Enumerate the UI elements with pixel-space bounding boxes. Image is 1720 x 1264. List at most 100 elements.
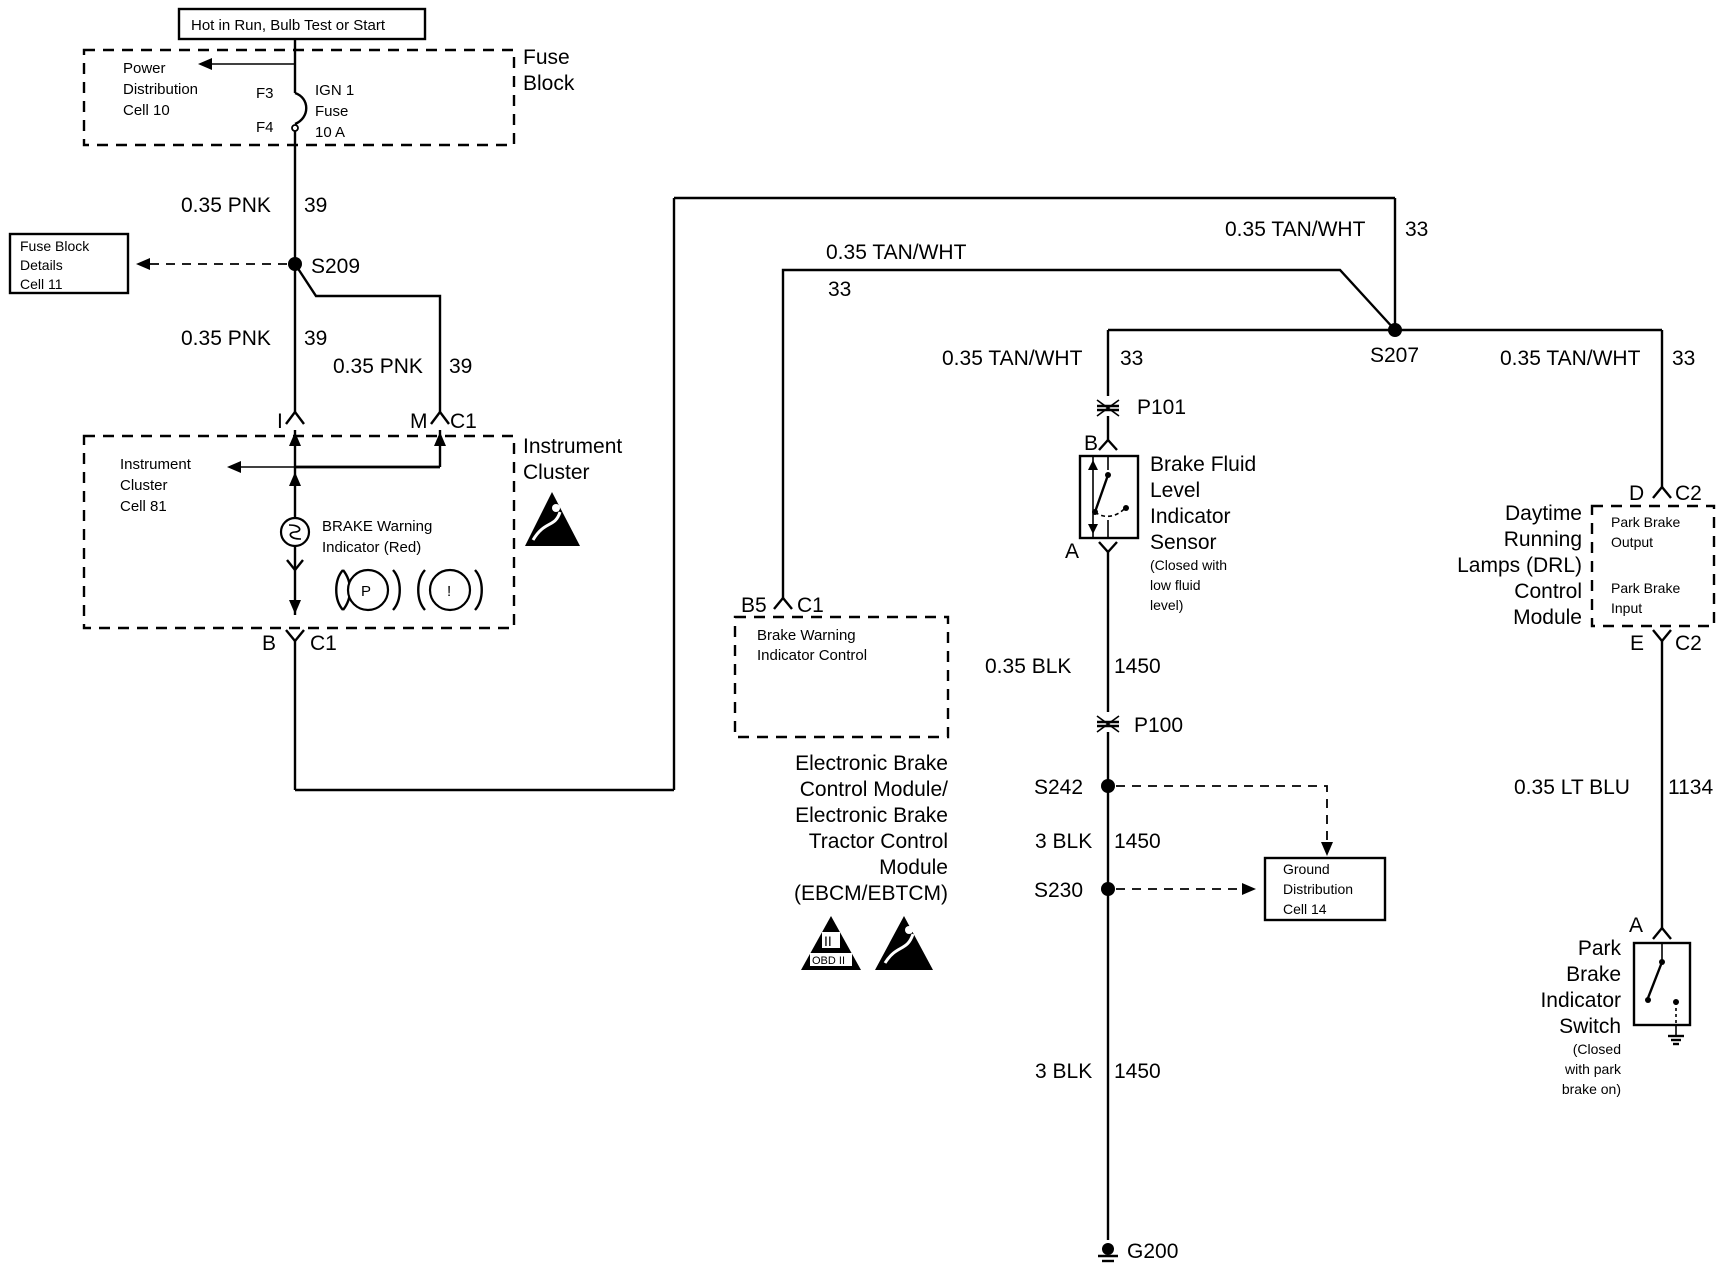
wire-pnk-a-circuit: 39 xyxy=(304,194,327,217)
wire-tan-drl-label: 0.35 TAN/WHT xyxy=(1500,347,1641,370)
drl-title-2: Running xyxy=(1504,528,1582,551)
fluid-sensor-circuit: 0.35 TAN/WHT 33 P101 B Brake Fluid xyxy=(942,330,1333,1263)
pnk-wires: 0.35 PNK 39 0.35 PNK 39 0.35 PNK 39 S209 xyxy=(136,131,472,412)
tan-wht-ebcm-branch: 0.35 TAN/WHT 33 xyxy=(781,241,1396,598)
splice-s207-label: S207 xyxy=(1370,344,1419,367)
sensor-pin-b: B xyxy=(1084,432,1098,455)
sensor-title-2: Level xyxy=(1150,479,1200,502)
ground-dist-label-1: Ground xyxy=(1283,861,1330,877)
park-brake-switch-icon xyxy=(1632,941,1692,1046)
ebcm-module: B5 C1 Brake Warning Indicator Control El… xyxy=(733,594,950,970)
drl-title-4: Control xyxy=(1514,580,1582,603)
wire-tan-ebcm-label: 0.35 TAN/WHT xyxy=(826,241,967,264)
fuse-block: Fuse Block Power Distribution Cell 10 F3… xyxy=(82,39,575,147)
power-dist-label-3: Cell 10 xyxy=(123,102,170,119)
cluster-conn-top: C1 xyxy=(450,410,477,433)
sensor-note-3: level) xyxy=(1150,597,1183,613)
svg-text:P: P xyxy=(361,583,371,600)
wire-tan-drl-circuit: 33 xyxy=(1672,347,1695,370)
connector-p101-icon xyxy=(1096,399,1120,417)
wire-pnk-b-circuit: 39 xyxy=(304,327,327,350)
cluster-title-2: Cluster xyxy=(523,461,590,484)
drl-conn-top: C2 xyxy=(1675,482,1702,505)
cluster-pin-i: I xyxy=(277,410,283,433)
arrow-left-icon xyxy=(136,258,150,270)
esd-warning-icon xyxy=(875,916,933,970)
svg-text:OBD II: OBD II xyxy=(812,955,845,967)
splice-s242-label: S242 xyxy=(1034,776,1083,799)
drl-title-3: Lamps (DRL) xyxy=(1457,554,1582,577)
ebcm-box-label-2: Indicator Control xyxy=(757,647,867,664)
park-switch-title-2: Brake xyxy=(1566,963,1621,986)
park-switch-pin: A xyxy=(1629,914,1643,937)
connector-c1-pin-m-icon xyxy=(430,410,450,425)
drl-title-1: Daytime xyxy=(1505,502,1582,525)
cluster-pin-b: B xyxy=(262,632,276,655)
wire-ltblu-circuit: 1134 xyxy=(1668,776,1713,799)
splice-s242-dot xyxy=(1101,779,1115,793)
park-switch-title-3: Indicator xyxy=(1540,989,1621,1012)
splice-s207-dot xyxy=(1388,323,1402,337)
sensor-title-4: Sensor xyxy=(1150,531,1217,554)
park-switch-title-1: Park xyxy=(1578,937,1622,960)
drl-out-label-2: Output xyxy=(1611,534,1653,550)
park-brake-icon: P xyxy=(335,568,401,612)
wire-blk-b-circuit: 1450 xyxy=(1114,830,1161,853)
ground-dist-label-2: Distribution xyxy=(1283,881,1353,897)
connector-p100-label: P100 xyxy=(1134,714,1183,737)
wire-pnk-a-label: 0.35 PNK xyxy=(181,194,271,217)
brake-fluid-sensor-switch-icon xyxy=(1078,454,1140,540)
ebcm-title-5: Module xyxy=(879,856,948,879)
connector-c1-pin-b-icon xyxy=(285,629,305,643)
fuse-icon xyxy=(294,91,308,126)
ebcm-title-3: Electronic Brake xyxy=(795,804,948,827)
park-brake-switch: A Park Brake Indicator Switch (Closed wi… xyxy=(1540,914,1692,1097)
drl-in-label-1: Park Brake xyxy=(1611,580,1680,596)
cluster-conn-bottom: C1 xyxy=(310,632,337,655)
cluster-cell-label-2: Cluster xyxy=(120,477,168,494)
cluster-pin-m: M xyxy=(410,410,428,433)
ground-icon xyxy=(1098,1243,1118,1263)
tan-wht-main-route: 0.35 TAN/WHT 33 xyxy=(293,196,1428,792)
ebcm-title-6: (EBCM/EBTCM) xyxy=(794,882,948,905)
arrow-left-icon xyxy=(227,461,241,473)
cluster-cell-label-3: Cell 81 xyxy=(120,498,167,515)
wire-pnk-c-label: 0.35 PNK xyxy=(333,355,423,378)
fuse-details-label-1: Fuse Block xyxy=(20,238,90,254)
fuse-label-3: 10 A xyxy=(315,124,345,141)
park-switch-title-4: Switch xyxy=(1559,1015,1621,1038)
park-switch-note-3: brake on) xyxy=(1562,1081,1621,1097)
fuse-details-label-2: Details xyxy=(20,257,63,273)
connector-p101-label: P101 xyxy=(1137,396,1186,419)
sensor-title-1: Brake Fluid xyxy=(1150,453,1256,476)
sensor-note-1: (Closed with xyxy=(1150,557,1227,573)
ground-distribution-box: Ground Distribution Cell 14 xyxy=(1263,856,1387,922)
svg-text:II: II xyxy=(824,933,832,949)
drl-title-5: Module xyxy=(1513,606,1582,629)
sensor-pin-a: A xyxy=(1065,540,1079,563)
park-switch-note-2: with park xyxy=(1564,1061,1622,1077)
instrument-cluster: I M C1 Instrument Cluster Instrument Clu… xyxy=(82,410,622,655)
esd-warning-icon xyxy=(525,492,580,546)
drl-module: 0.35 TAN/WHT 33 D C2 Park Brake Output P… xyxy=(1457,330,1716,928)
splice-s230-label: S230 xyxy=(1034,879,1083,902)
fuse-label-1: IGN 1 xyxy=(315,82,354,99)
power-note-text: Hot in Run, Bulb Test or Start xyxy=(191,17,386,34)
wire-tan-sensor-label: 0.35 TAN/WHT xyxy=(942,347,1083,370)
ebcm-title-1: Electronic Brake xyxy=(795,752,948,775)
connector-c1-pin-i-icon xyxy=(285,410,305,425)
brake-warning-exclaim-icon: ! xyxy=(417,568,483,612)
connector-pin-a-icon xyxy=(1652,926,1672,940)
drl-out-label-1: Park Brake xyxy=(1611,514,1680,530)
sensor-note-2: low fluid xyxy=(1150,577,1201,593)
park-switch-note-1: (Closed xyxy=(1573,1041,1621,1057)
drl-pin-d: D xyxy=(1629,482,1644,505)
drl-in-label-2: Input xyxy=(1611,600,1642,616)
svg-text:!: ! xyxy=(447,583,451,600)
drl-pin-e: E xyxy=(1630,632,1644,655)
wire-pnk-b-label: 0.35 PNK xyxy=(181,327,271,350)
fuse-block-details-box: Fuse Block Details Cell 11 xyxy=(8,232,130,295)
ebcm-conn: C1 xyxy=(797,594,824,617)
lamp-label-1: BRAKE Warning xyxy=(322,518,432,535)
splice-s207: S207 xyxy=(1108,323,1662,367)
